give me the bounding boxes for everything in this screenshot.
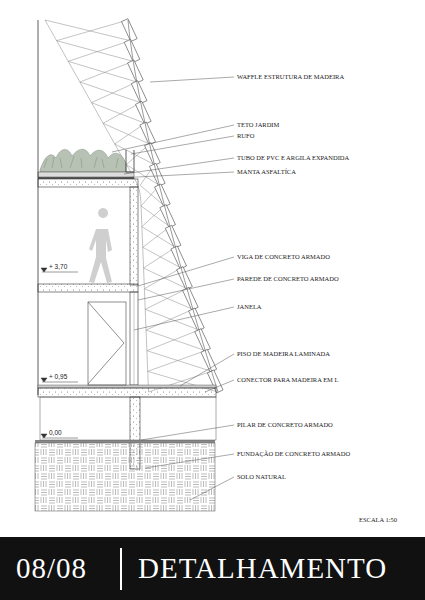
- callout-label: JANELA: [236, 303, 263, 310]
- foundation: [35, 443, 215, 511]
- human-figure: [89, 208, 112, 283]
- callout-label: CONECTOR PARA MADEIRA EM L: [236, 376, 340, 383]
- level-mark: + 0,95: [48, 373, 68, 380]
- callout-label: PILAR DE CONCRETO ARMADO: [236, 421, 334, 428]
- roof-garden: [40, 149, 126, 172]
- floor-slab: [38, 284, 138, 292]
- laminate-floor: [38, 385, 216, 388]
- drainage-layer: [38, 172, 134, 177]
- ground-line: [35, 440, 215, 443]
- window-frame: [130, 292, 138, 385]
- door: [88, 302, 126, 385]
- callout-label: TUBO DE PVC E ARGILA EXPANDIDA: [236, 154, 350, 161]
- leader-lines: [112, 77, 234, 500]
- callout-label: PAREDE DE CONCRETO ARMADO: [236, 275, 340, 282]
- callout-label: FUNDAÇÃO DE CONCRETO ARMADO: [236, 450, 351, 457]
- callout-label: MANTA ASFALTÍCA: [236, 168, 297, 175]
- waffle-structure: [45, 19, 223, 393]
- flashing: [126, 150, 134, 172]
- callout-label: VIGA DE CONCRETO ARMADO: [236, 253, 331, 260]
- footer-divider: [120, 548, 122, 590]
- callout-label: TETO JARDIM: [236, 121, 280, 128]
- roof-slab: [38, 179, 138, 187]
- callout-label: SOLO NATURAL: [236, 473, 287, 480]
- sheet-number: 08/08: [16, 554, 87, 583]
- sheet-title: DETALHAMENTO: [138, 554, 387, 583]
- callout-label: WAFFLE ESTRUTURA DE MADEIRA: [236, 73, 345, 80]
- ground-slab: [38, 388, 216, 397]
- callout-label: ESCALA 1:50: [358, 516, 398, 523]
- concrete-wall: [130, 187, 138, 285]
- callout-label: PISO DE MADEIRA LAMINADA: [236, 350, 331, 357]
- callout-label: RUFO: [236, 132, 255, 139]
- footer-bar: [0, 537, 425, 600]
- level-mark: 0,00: [48, 429, 63, 436]
- level-markers: [41, 268, 78, 438]
- left-edge: [38, 20, 39, 395]
- level-mark: + 3,70: [48, 263, 68, 270]
